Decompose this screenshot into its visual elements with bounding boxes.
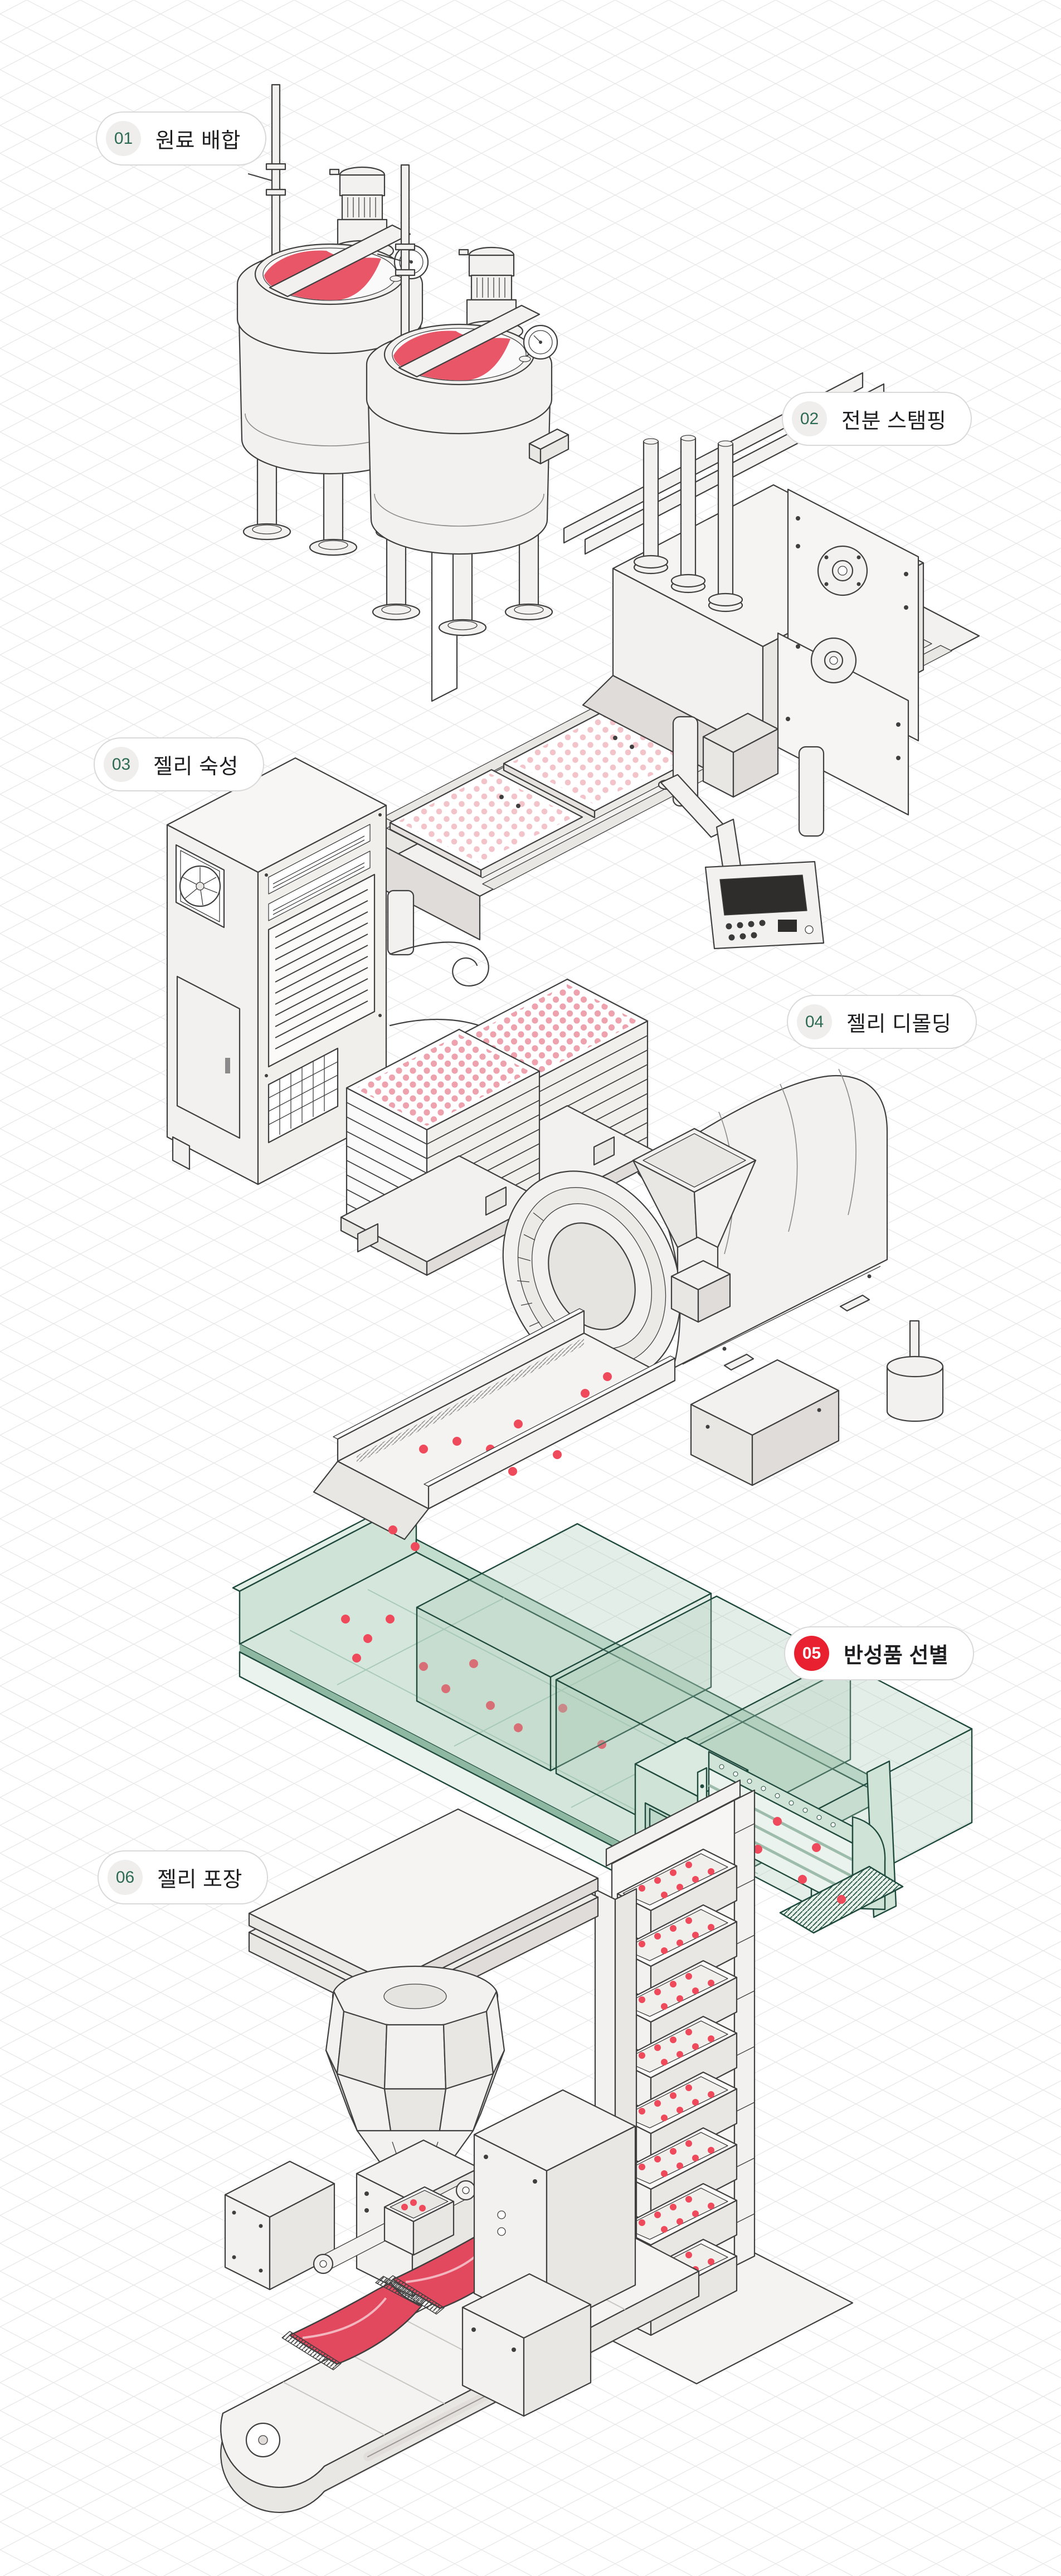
starch-stamping-illustration [356,372,980,956]
step-number-badge: 05 [794,1636,829,1671]
demolding-output-conveyor [313,1308,676,1551]
control-panel [658,774,825,950]
step-number-badge: 02 [792,401,827,436]
catch-cup [383,2186,455,2256]
step-title: 젤리 디몰딩 [846,1013,952,1036]
press-chimneys [633,435,743,613]
step-number-badge: 01 [106,121,141,156]
step-pill-2: 02 전분 스탬핑 [782,392,972,446]
step-pill-5-active: 05 반성품 선별 [784,1626,975,1680]
step-pill-3: 03 젤리 숙성 [94,737,264,791]
step-pill-4: 04 젤리 디몰딩 [787,995,977,1049]
drum-handles [723,1294,870,1371]
aging-room-illustration [166,757,654,1276]
press-flange-wheels [810,545,868,684]
packaging-line-illustration [220,1779,854,2514]
step-number-badge: 04 [797,1004,832,1039]
step-number-badge: 03 [104,747,139,782]
demolding-drum-illustration [502,1068,944,1486]
step-title: 젤리 포장 [157,1868,242,1892]
louver-vents [267,824,376,1144]
step-title: 젤리 숙성 [153,755,239,779]
step-number-badge: 06 [108,1860,143,1895]
drum-front-ring [502,1170,682,1382]
step-pill-6: 06 젤리 포장 [98,1850,268,1904]
cabinet-door [176,975,241,1139]
step-title: 원료 배합 [155,129,241,153]
step-title: 전분 스탬핑 [841,410,947,433]
fan-icon [175,844,225,929]
drum-hopper [632,1127,757,1323]
step-title: 반성품 선별 [844,1644,949,1668]
step-pill-1: 01 원료 배합 [96,111,266,166]
